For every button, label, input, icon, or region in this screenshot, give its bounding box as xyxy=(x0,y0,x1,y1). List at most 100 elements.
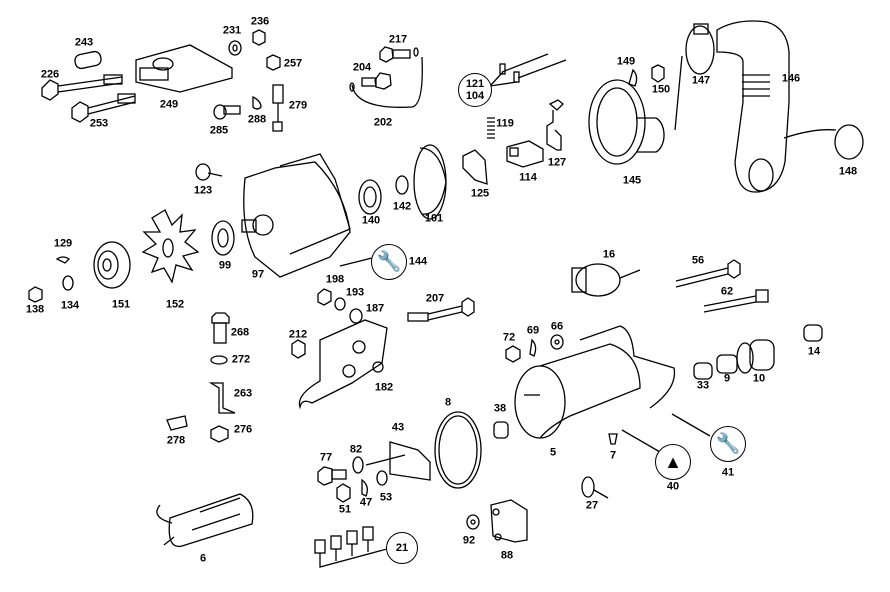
part-125-regulator xyxy=(462,149,488,185)
part-number-label: 134 xyxy=(60,299,80,312)
part-number-label: 8 xyxy=(444,396,452,409)
triangle-plate-icon: ▲ xyxy=(655,444,691,480)
part-number-label: 51 xyxy=(338,503,352,516)
part-149-clip xyxy=(628,68,638,87)
part-97-alternator-housing xyxy=(241,153,351,278)
part-number-label: 144 xyxy=(408,255,428,268)
part-number-label: 263 xyxy=(233,387,253,400)
part-53-washer xyxy=(376,470,388,486)
part-66-washer xyxy=(550,334,564,350)
part-72-nut xyxy=(505,345,521,363)
part-number-label: 92 xyxy=(462,534,476,547)
part-146-air-duct xyxy=(716,20,790,193)
part-number-label: 272 xyxy=(231,353,251,366)
part-number-label: 101 xyxy=(424,212,444,225)
part-number-label: 9 xyxy=(723,372,731,385)
part-number-label: 187 xyxy=(365,302,385,315)
part-253-bolt xyxy=(71,93,136,123)
part-249-bracket xyxy=(135,44,233,93)
part-142-seal-ring xyxy=(395,175,409,195)
part-number-label: 127 xyxy=(547,156,567,169)
part-number-label: 72 xyxy=(502,331,516,344)
part-77-bolt xyxy=(317,466,347,486)
part-number-label: 6 xyxy=(199,552,207,565)
part-148-strap xyxy=(783,124,864,160)
part-140-bearing xyxy=(358,179,382,215)
callout-label-21: 21 xyxy=(395,542,409,554)
part-number-label: 129 xyxy=(53,237,73,250)
part-number-label: 253 xyxy=(89,117,109,130)
part-278-clip xyxy=(166,415,188,431)
callout-label-121: 121 xyxy=(465,78,485,90)
part-119-spring xyxy=(487,117,495,139)
part-127-brush-lead xyxy=(546,99,564,151)
part-129-key xyxy=(55,256,71,264)
part-279-clip xyxy=(272,84,284,132)
part-134-washer xyxy=(62,275,74,291)
part-38-bushing xyxy=(493,421,509,439)
part-number-label: 276 xyxy=(233,423,253,436)
part-number-label: 14 xyxy=(807,345,821,358)
part-150-nut xyxy=(651,64,665,83)
part-number-label: 288 xyxy=(247,113,267,126)
part-147-hose-clamp xyxy=(685,23,715,75)
part-8-seal-ring xyxy=(434,411,482,489)
part-198-nut xyxy=(317,288,332,306)
part-number-label: 217 xyxy=(388,33,408,46)
part-number-label: 99 xyxy=(218,259,232,272)
part-16-solenoid xyxy=(571,263,641,297)
part-114-brush-holder xyxy=(506,140,544,168)
part-33-bushing xyxy=(693,362,713,380)
part-47-clip xyxy=(361,478,368,497)
part-number-label: 125 xyxy=(470,187,490,200)
wrench-icon: 🔧 xyxy=(371,244,407,280)
part-number-label: 149 xyxy=(616,55,636,68)
part-number-label: 62 xyxy=(720,285,734,298)
part-number-label: 27 xyxy=(585,499,599,512)
part-257-nut xyxy=(266,54,281,71)
part-number-label: 5 xyxy=(549,446,557,459)
part-number-label: 146 xyxy=(781,72,801,85)
part-51-nut xyxy=(336,483,351,503)
part-number-label: 182 xyxy=(374,381,394,394)
part-number-label: 119 xyxy=(496,117,514,130)
part-number-label: 66 xyxy=(550,320,564,333)
part-number-label: 142 xyxy=(392,200,412,213)
part-272-washer xyxy=(210,355,228,365)
part-5-starter-motor xyxy=(514,325,676,439)
part-99-bearing xyxy=(211,220,235,256)
part-number-label: 53 xyxy=(379,491,393,504)
part-number-label: 88 xyxy=(500,549,514,562)
part-7-screw xyxy=(608,433,618,445)
part-212-nut xyxy=(291,339,306,359)
part-number-label: 278 xyxy=(166,434,186,447)
part-152-fan xyxy=(141,209,200,284)
part-236-nut xyxy=(252,29,266,46)
part-204-bolt xyxy=(361,72,392,90)
part-121-104-cables xyxy=(489,53,567,87)
part-138-nut xyxy=(28,286,43,303)
part-number-label: 43 xyxy=(391,421,405,434)
part-number-label: 226 xyxy=(40,68,60,81)
part-56-bolt xyxy=(675,259,741,288)
part-62-bolt xyxy=(703,289,769,313)
part-268-bolt xyxy=(211,312,230,344)
part-number-label: 41 xyxy=(721,466,735,479)
part-21-brushes xyxy=(314,526,388,568)
part-226-bolt xyxy=(41,74,123,101)
part-69-clip xyxy=(529,338,537,357)
part-288-clip xyxy=(252,95,262,110)
part-number-label: 16 xyxy=(602,248,616,261)
part-27-spring xyxy=(581,476,609,499)
part-number-label: 145 xyxy=(622,174,642,187)
part-number-label: 212 xyxy=(288,328,308,341)
part-number-label: 207 xyxy=(425,292,445,305)
callout-121-104: 121 104 xyxy=(458,73,492,107)
part-number-label: 47 xyxy=(359,496,373,509)
wrench-icon: 🔧 xyxy=(710,426,746,462)
part-number-label: 69 xyxy=(526,324,540,337)
part-number-label: 114 xyxy=(519,171,537,184)
part-182-mount-bracket xyxy=(298,319,388,410)
part-number-label: 202 xyxy=(373,116,393,129)
part-101-rectifier xyxy=(413,144,447,220)
